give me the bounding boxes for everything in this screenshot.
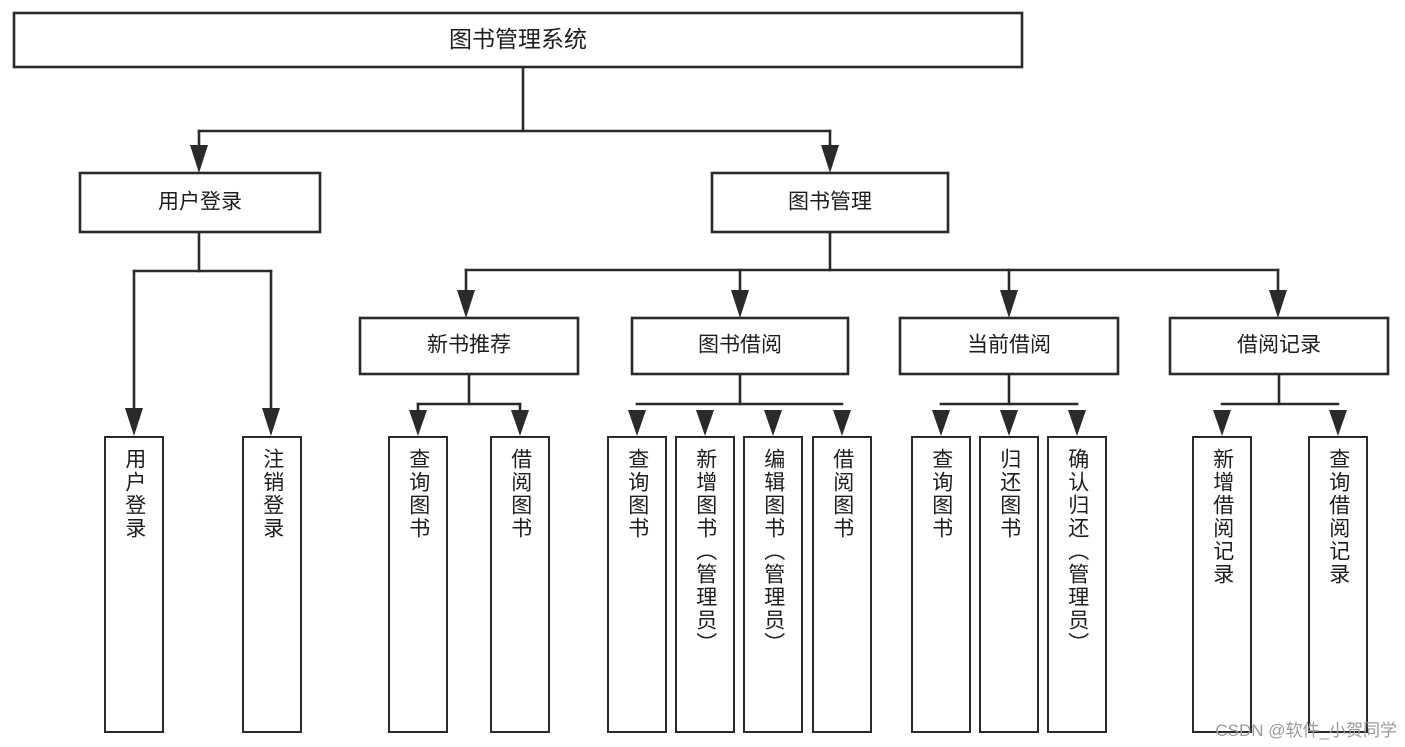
node-borrow-record-label: 借阅记录	[1237, 334, 1321, 357]
arrowhead-leaf-edit-book	[764, 410, 782, 436]
node-current-borrow-label: 当前借阅	[967, 334, 1051, 357]
arrowhead-book-manage	[821, 145, 839, 173]
node-leaf-query-record[interactable]: 查询借阅记录	[1308, 436, 1368, 733]
node-book-borrow-label: 图书借阅	[698, 334, 782, 357]
arrowhead-new-book-recommend	[457, 290, 475, 318]
arrowhead-borrow-record	[1269, 290, 1287, 318]
node-borrow-record-box	[1168, 316, 1390, 376]
node-leaf-query-book-1-label: 查询图书	[406, 448, 430, 540]
node-new-book-recommend-box	[358, 316, 580, 376]
arrowhead-leaf-confirm-return	[1068, 410, 1086, 436]
node-leaf-add-book-label: 新增图书（管理员）	[693, 448, 717, 655]
arrowhead-current-borrow	[1000, 290, 1018, 318]
node-leaf-logout-login[interactable]: 注销登录	[242, 436, 302, 733]
node-root[interactable]: 图书管理系统	[12, 11, 1024, 69]
node-leaf-user-login[interactable]: 用户登录	[104, 436, 164, 733]
arrowhead-leaf-borrow-book-1	[511, 410, 529, 436]
arrowhead-book-borrow	[731, 290, 749, 318]
arrowhead-leaf-query-record	[1329, 410, 1347, 436]
node-leaf-logout-login-label: 注销登录	[260, 448, 284, 540]
arrowhead-leaf-query-book-2	[628, 410, 646, 436]
arrowhead-leaf-add-record	[1213, 410, 1231, 436]
node-leaf-query-book-3-label: 查询图书	[929, 448, 953, 540]
node-leaf-query-book-2-label: 查询图书	[625, 448, 649, 540]
arrowhead-leaf-add-book	[696, 410, 714, 436]
arrowhead-leaf-return-book	[1000, 410, 1018, 436]
node-leaf-borrow-book-2[interactable]: 借阅图书	[812, 436, 872, 733]
node-leaf-add-book[interactable]: 新增图书（管理员）	[675, 436, 735, 733]
node-leaf-add-record[interactable]: 新增借阅记录	[1192, 436, 1252, 733]
node-book-manage-label: 图书管理	[788, 191, 872, 214]
node-user-login-label: 用户登录	[158, 191, 242, 214]
node-current-borrow[interactable]: 当前借阅	[898, 316, 1120, 376]
node-leaf-user-login-label: 用户登录	[122, 448, 146, 540]
node-leaf-confirm-return[interactable]: 确认归还（管理员）	[1047, 436, 1107, 733]
node-book-manage-box	[710, 171, 950, 234]
node-leaf-borrow-book-2-label: 借阅图书	[830, 448, 854, 540]
node-leaf-edit-book-label: 编辑图书（管理员）	[761, 448, 785, 655]
node-leaf-query-book-1[interactable]: 查询图书	[388, 436, 448, 733]
node-user-login[interactable]: 用户登录	[78, 171, 322, 234]
node-new-book-recommend[interactable]: 新书推荐	[358, 316, 580, 376]
node-leaf-query-record-label: 查询借阅记录	[1326, 448, 1350, 586]
node-leaf-add-record-label: 新增借阅记录	[1210, 448, 1234, 586]
node-root-label: 图书管理系统	[449, 26, 587, 52]
arrowhead-leaf-logout-login	[262, 408, 280, 436]
arrowhead-leaf-user-login	[125, 408, 143, 436]
node-book-manage[interactable]: 图书管理	[710, 171, 950, 234]
node-borrow-record[interactable]: 借阅记录	[1168, 316, 1390, 376]
arrowhead-leaf-borrow-book-2	[833, 410, 851, 436]
node-book-borrow-box	[630, 316, 850, 376]
node-leaf-return-book[interactable]: 归还图书	[979, 436, 1039, 733]
node-current-borrow-box	[898, 316, 1120, 376]
arrowhead-user-login	[190, 145, 208, 173]
node-leaf-edit-book[interactable]: 编辑图书（管理员）	[743, 436, 803, 733]
node-root-box	[12, 11, 1024, 69]
node-book-borrow[interactable]: 图书借阅	[630, 316, 850, 376]
arrowhead-leaf-query-book-3	[932, 410, 950, 436]
node-new-book-recommend-label: 新书推荐	[427, 334, 511, 357]
node-leaf-return-book-label: 归还图书	[997, 448, 1021, 540]
arrowhead-leaf-query-book-1	[409, 410, 427, 436]
node-user-login-box	[78, 171, 322, 234]
node-leaf-borrow-book-1-label: 借阅图书	[508, 448, 532, 540]
node-leaf-confirm-return-label: 确认归还（管理员）	[1065, 448, 1089, 655]
node-leaf-query-book-3[interactable]: 查询图书	[911, 436, 971, 733]
node-leaf-query-book-2[interactable]: 查询图书	[607, 436, 667, 733]
node-leaf-borrow-book-1[interactable]: 借阅图书	[490, 436, 550, 733]
